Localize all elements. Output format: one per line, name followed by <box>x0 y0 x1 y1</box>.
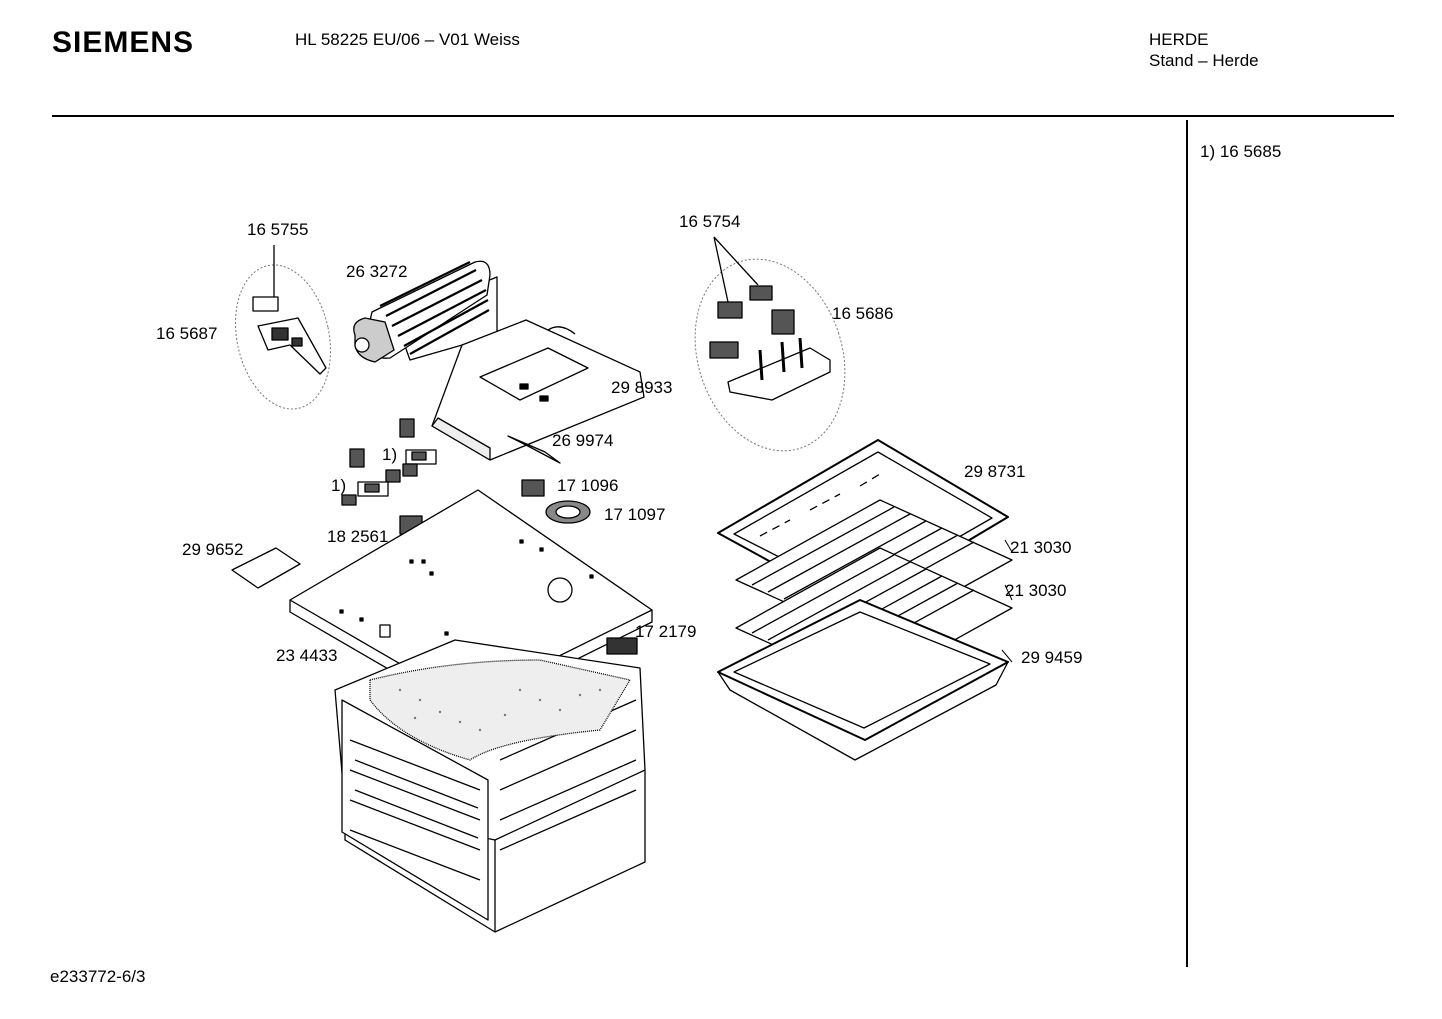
header-divider <box>52 115 1394 117</box>
part-label: 18 2561 <box>327 527 389 546</box>
part-label: 17 2179 <box>635 622 697 641</box>
sidebar-divider <box>1186 120 1188 967</box>
part-label: 16 5754 <box>679 212 741 231</box>
category-title: HERDE <box>1149 30 1209 49</box>
bracket-part <box>507 435 561 464</box>
part-label: 16 5687 <box>156 324 218 343</box>
part-label: 17 1096 <box>557 476 619 495</box>
side-note: 1) 16 5685 <box>1200 142 1282 161</box>
model-number: HL 58225 EU/06 – V01 Weiss <box>295 30 520 49</box>
switch-assembly-right <box>709 285 831 401</box>
group-circle-left <box>235 264 331 410</box>
brand-logo: SIEMENS <box>52 26 195 59</box>
deep-pan <box>717 599 1009 761</box>
part-label: 29 9652 <box>182 540 244 559</box>
part-label: 1) <box>331 476 347 495</box>
part-label: 16 5755 <box>247 220 309 239</box>
subcategory-title: Stand – Herde <box>1149 51 1259 70</box>
part-label: 21 3030 <box>1010 538 1072 557</box>
leader-lines <box>713 236 759 303</box>
switch-assembly-left <box>252 296 327 375</box>
document-reference: e233772-6/3 <box>50 967 146 986</box>
small-cover <box>231 547 301 589</box>
part-label: 26 3272 <box>346 262 408 281</box>
part-label: 1) <box>382 445 398 464</box>
top-cover <box>431 319 645 461</box>
part-label: 23 4433 <box>276 646 338 665</box>
part-label: 21 3030 <box>1005 581 1067 600</box>
thermostats-cluster <box>341 418 591 535</box>
part-label: 17 1097 <box>604 505 666 524</box>
part-label: 29 8731 <box>964 462 1026 481</box>
part-label: 29 8933 <box>611 378 673 397</box>
part-label: 26 9974 <box>552 431 614 450</box>
oven-cavity <box>334 639 646 933</box>
part-label: 29 9459 <box>1021 648 1083 667</box>
fan-motor <box>353 260 498 363</box>
insulation-texture <box>398 688 602 732</box>
group-circle-right <box>694 258 846 452</box>
part-label: 16 5686 <box>832 304 894 323</box>
